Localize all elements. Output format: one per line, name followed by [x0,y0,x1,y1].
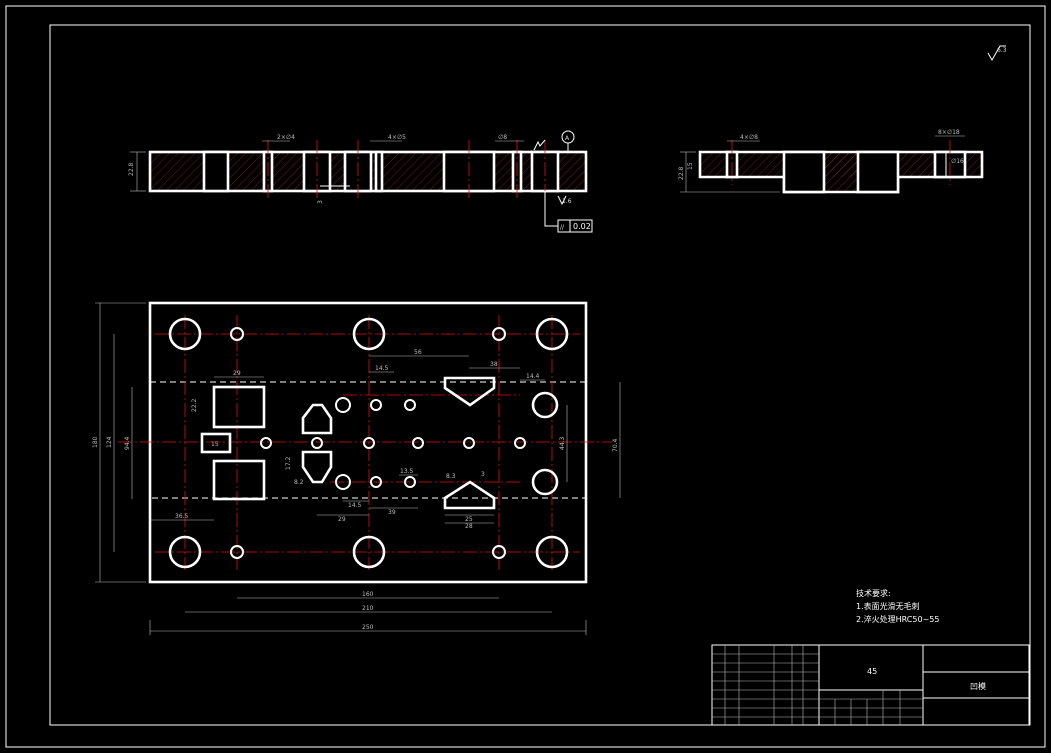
title-block-material: 45 [867,667,877,676]
dim-17-2: 17.2 [285,456,292,470]
front-dim-bottom: 3 [317,200,324,204]
dim-14-4: 14.4 [526,373,540,380]
side-dim-top-2: 8×∅18 [938,129,960,136]
front-dim-top-3: ∅8 [498,134,507,141]
dim-overall-width: 250 [362,624,374,631]
surface-finish-symbol: 6.3 [987,45,1007,62]
plan-view: 250 210 160 180 124 94.4 70.4 44.3 29 56… [92,301,621,635]
side-dim-top-1: 4×∅8 [740,134,758,141]
dim-210: 210 [362,605,374,612]
front-section-view: 22.8 2×∅4 4×∅5 ∅8 3 A 1.6 // 0.02 [128,130,593,233]
tolerance-frame [557,219,593,233]
tolerance-symbol: // [560,224,565,231]
tech-req-item-1: 1.表面光滑无毛刺 [856,601,920,611]
technical-requirements: 技术要求: 1.表面光滑无毛刺 2.淬火处理HRC50~55 [856,588,939,624]
dim-14-5a: 14.5 [375,365,389,372]
front-dim-height: 22.8 [128,162,135,176]
dim-3: 3 [481,471,485,478]
tech-req-item-2: 2.淬火处理HRC50~55 [856,614,939,624]
outer-frame [5,5,1046,748]
dim-38: 38 [490,361,498,368]
dim-94-4: 94.4 [124,436,131,450]
dim-29b: 29 [338,516,346,523]
front-dim-top-1: 2×∅4 [277,134,295,141]
dim-8-3: 8.3 [446,473,456,480]
dim-8-2: 8.2 [294,479,304,486]
side-dim-step: 15 [687,162,694,170]
side-section-view: 22.8 15 4×∅8 8×∅18 ∅16 [678,129,984,194]
dim-70-4: 70.4 [612,438,619,452]
side-dim-right: ∅16 [951,158,964,165]
die-cavities [200,376,496,510]
tech-req-title: 技术要求: [856,588,891,598]
inner-frame [49,24,1031,726]
dim-13-5: 13.5 [400,468,414,475]
dim-180: 180 [92,436,99,448]
side-dim-height: 22.8 [678,166,685,180]
dim-29: 29 [233,370,241,377]
surface-finish-value: 6.3 [997,47,1007,54]
title-block-part-name: 凹模 [970,681,986,691]
plan-dashed-boundary [149,381,587,499]
dim-25: 25 [465,516,473,523]
dim-36-5: 36.5 [175,513,189,520]
dim-39: 39 [388,509,396,516]
dim-22-2: 22.2 [191,398,198,412]
dim-56: 56 [414,349,422,356]
dim-44-3: 44.3 [559,436,566,450]
tolerance-value: 0.02 [573,222,591,231]
title-block: 45 凹模 [711,644,1030,726]
datum-label: A [565,135,570,142]
dim-14-5b: 14.5 [348,502,362,509]
dim-124: 124 [106,436,113,448]
front-dim-top-2: 4×∅5 [388,134,406,141]
dim-15: 15 [211,441,219,448]
dim-160: 160 [362,591,374,598]
dim-28: 28 [465,523,473,530]
guide-holes [168,317,569,569]
pin-holes [230,327,526,559]
front-finish-mark: 1.6 [562,198,572,205]
